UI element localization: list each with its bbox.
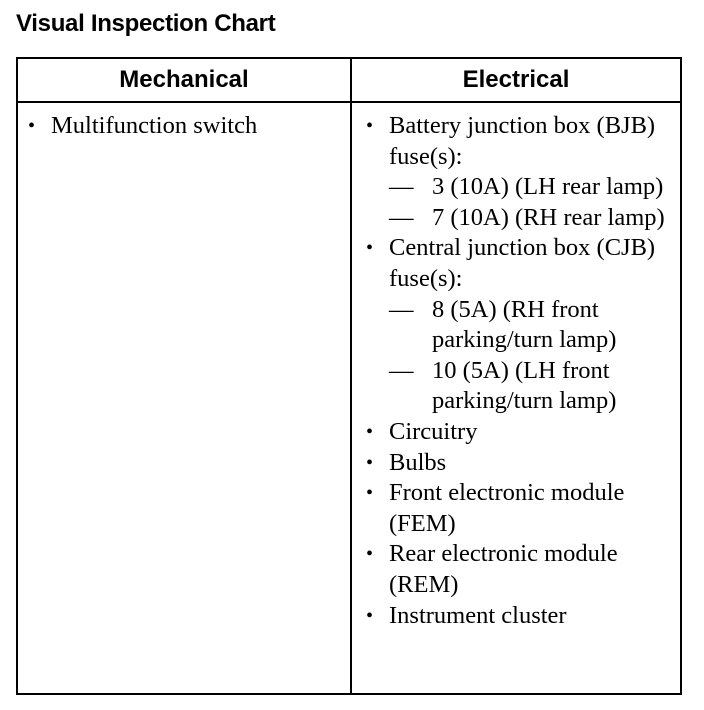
column-header-electrical: Electrical <box>462 66 570 93</box>
electrical-item: • Bulbs <box>366 448 678 479</box>
dash-icon: — <box>389 203 414 231</box>
electrical-item-text: Central junction box (CJB) fuse(s): <box>389 234 656 292</box>
bullet-icon: • <box>366 543 374 566</box>
bullet-icon: • <box>366 482 374 505</box>
electrical-item: • Front electronic module (FEM) <box>366 478 678 539</box>
electrical-item-text: Battery junction box (BJB) fuse(s): <box>389 112 656 170</box>
bullet-icon: • <box>366 604 374 627</box>
chart-title: Visual Inspection Chart <box>16 10 276 37</box>
dash-icon: — <box>389 295 414 323</box>
electrical-item: • Central junction box (CJB) fuse(s): <box>366 233 678 294</box>
bullet-icon: • <box>366 237 374 260</box>
electrical-subitem-text: 7 (10A) (RH rear lamp) <box>432 203 665 231</box>
electrical-subitem: — 7 (10A) (RH rear lamp) <box>366 203 678 234</box>
electrical-subitem: — 10 (5A) (LH front parking/turn lamp) <box>366 356 678 417</box>
electrical-item-text: Front electronic module (FEM) <box>389 479 625 537</box>
electrical-item-text: Rear electronic module (REM) <box>389 540 618 598</box>
electrical-subitem: — 3 (10A) (LH rear lamp) <box>366 172 678 203</box>
electrical-column: • Battery junction box (BJB) fuse(s): — 3… <box>366 111 678 631</box>
dash-icon: — <box>389 356 414 384</box>
electrical-item-text: Instrument cluster <box>389 601 567 629</box>
electrical-item: • Rear electronic module (REM) <box>366 539 678 600</box>
electrical-subitem: — 8 (5A) (RH front parking/turn lamp) <box>366 295 678 356</box>
mechanical-item: • Multifunction switch <box>28 111 346 142</box>
electrical-subitem-text: 10 (5A) (LH front parking/turn lamp) <box>432 356 617 415</box>
inspection-table: Mechanical Electrical • Multifunction sw… <box>16 57 682 695</box>
bullet-icon: • <box>28 115 36 137</box>
electrical-item-text: Circuitry <box>389 417 478 445</box>
mechanical-column: • Multifunction switch <box>28 111 346 142</box>
bullet-icon: • <box>366 420 374 443</box>
electrical-subitem-text: 8 (5A) (RH front parking/turn lamp) <box>432 295 617 354</box>
column-divider <box>350 59 352 693</box>
mechanical-item-text: Multifunction switch <box>51 112 258 139</box>
electrical-item: • Circuitry <box>366 417 678 448</box>
column-header-mechanical: Mechanical <box>119 66 249 93</box>
bullet-icon: • <box>366 115 374 137</box>
electrical-subitem-text: 3 (10A) (LH rear lamp) <box>432 173 664 201</box>
electrical-item-text: Bulbs <box>389 448 447 476</box>
dash-icon: — <box>389 173 414 201</box>
header-divider <box>18 101 680 103</box>
electrical-item: • Instrument cluster <box>366 601 678 632</box>
bullet-icon: • <box>366 451 374 474</box>
electrical-item: • Battery junction box (BJB) fuse(s): <box>366 111 678 172</box>
